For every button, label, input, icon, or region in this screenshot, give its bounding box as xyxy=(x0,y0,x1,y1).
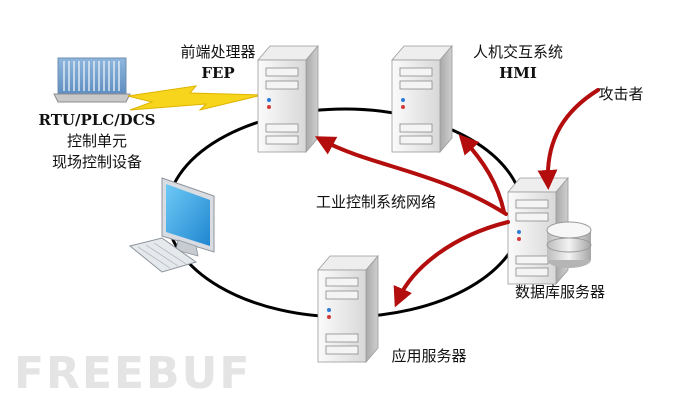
rtu-label-line2: 控制单元 xyxy=(66,132,127,150)
rtu-label-line3: 现场控制设备 xyxy=(51,153,142,171)
rtu-label-line1: RTU/PLC/DCS xyxy=(38,111,156,129)
attack-arrow-to-hmi xyxy=(458,134,506,214)
db-server-label: 数据库服务器 xyxy=(514,283,605,301)
hmi-label-line1: 人机交互系统 xyxy=(472,43,563,61)
fep-label-line1: 前端处理器 xyxy=(180,43,256,61)
server-icon-hmi xyxy=(391,45,453,153)
database-icon xyxy=(546,221,592,268)
hmi-label: 人机交互系统 HMI xyxy=(458,42,578,84)
lightning-bolt-icon xyxy=(127,85,263,111)
watermark: FREEBUF xyxy=(14,348,252,399)
attack-arrow-to-fep xyxy=(314,136,508,216)
server-icon-app xyxy=(317,255,379,363)
fep-label: 前端处理器 FEP xyxy=(168,42,268,84)
attacker-label: 攻击者 xyxy=(598,85,644,103)
rtu-label: RTU/PLC/DCS 控制单元 现场控制设备 xyxy=(22,110,172,173)
rack-device-icon xyxy=(53,57,131,103)
computer-icon xyxy=(128,177,215,273)
network-label: 工业控制系统网络 xyxy=(315,193,436,211)
attack-arrows xyxy=(314,88,600,308)
app-server-label: 应用服务器 xyxy=(391,347,467,365)
fep-label-line2: FEP xyxy=(201,64,235,82)
hmi-label-line2: HMI xyxy=(499,64,537,82)
attack-arrow-to-app xyxy=(393,220,510,308)
attack-arrow-entry xyxy=(537,88,600,190)
